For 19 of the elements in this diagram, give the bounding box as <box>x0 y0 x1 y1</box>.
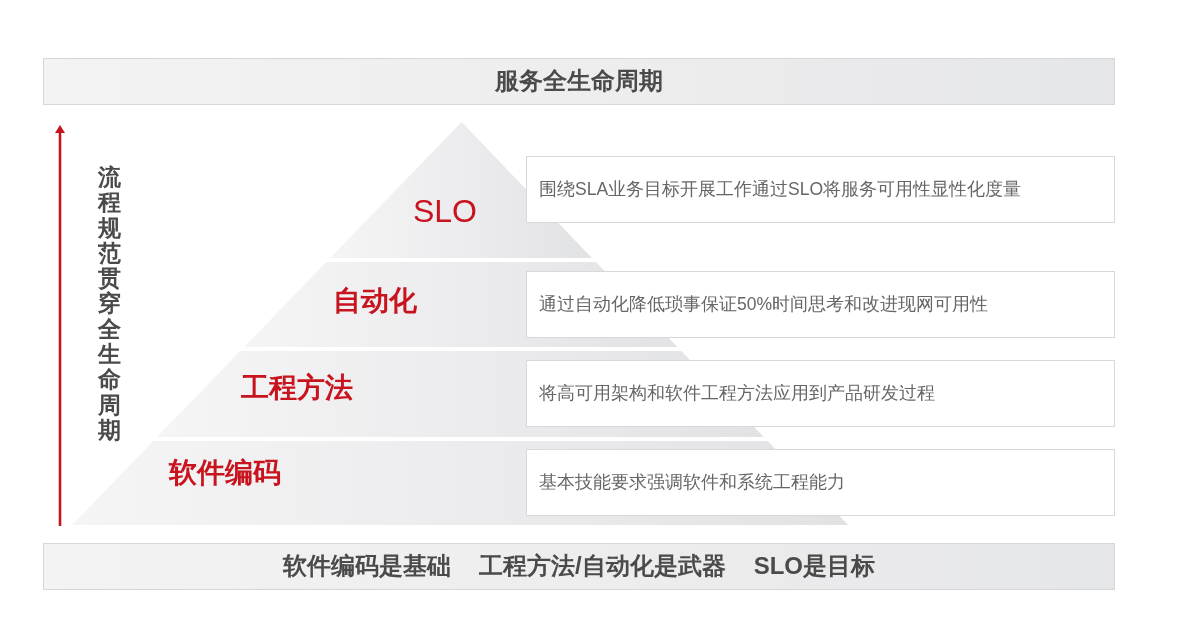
banner-text: 服务全生命周期 <box>495 67 663 96</box>
description-text: 围绕SLA业务目标开展工作通过SLO将服务可用性显性化度量 <box>539 179 1022 200</box>
description-box <box>526 360 1115 427</box>
description-text: 通过自动化降低琐事保证50%时间思考和改进现网可用性 <box>539 294 989 315</box>
description-box <box>526 271 1115 338</box>
vertical-label: 流程规范贯穿全生命周期 <box>98 165 121 444</box>
banner-text: 工程方法/自动化是武器 <box>479 552 726 581</box>
description-text: 基本技能要求强调软件和系统工程能力 <box>539 472 845 493</box>
banner-text: 软件编码是基础 <box>283 552 451 581</box>
level-title: SLO <box>412 192 477 230</box>
description-text: 将高可用架构和软件工程方法应用到产品研发过程 <box>539 383 935 404</box>
description-box <box>526 449 1115 516</box>
level-title: 软件编码 <box>169 456 281 490</box>
level-title: 自动化 <box>333 284 417 318</box>
description-box <box>526 156 1115 223</box>
banner-bar <box>43 58 1115 105</box>
banner-bar <box>43 543 1115 590</box>
banner-text: SLO是目标 <box>753 552 875 581</box>
level-title: 工程方法 <box>241 371 353 405</box>
